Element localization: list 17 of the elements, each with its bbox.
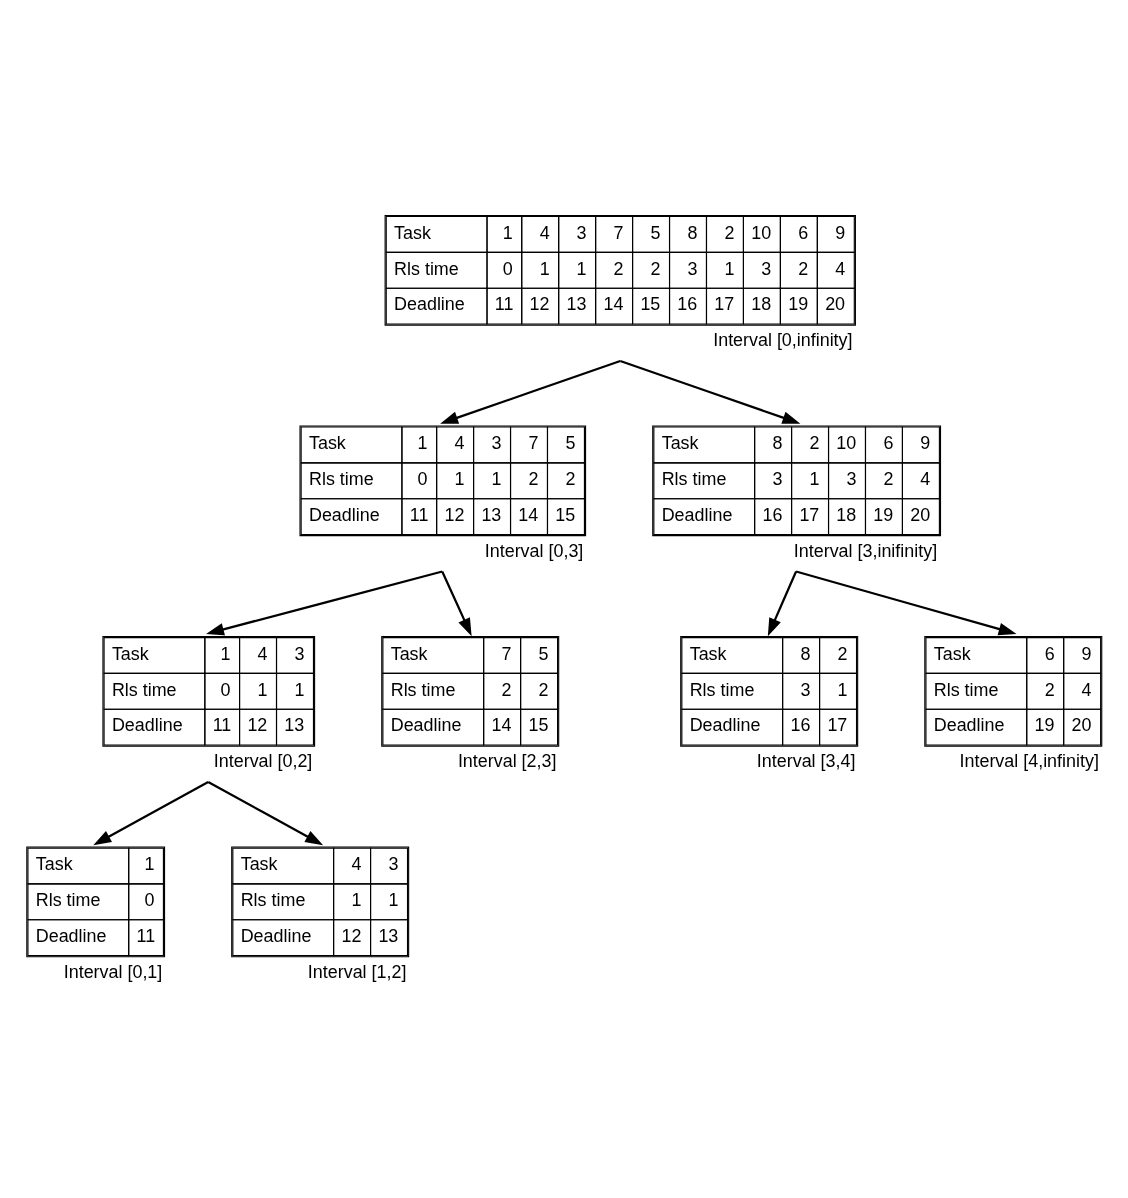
arrow [767,570,798,636]
node-label: Interval [0,2] [213,750,313,771]
arrow [93,780,209,845]
arrow [207,780,324,845]
node-label: Interval [4,infinity] [959,750,1099,771]
node-label: Interval [2,3] [457,750,557,771]
arrow [619,359,801,424]
node-label: Interval [0,infinity] [713,329,853,350]
arrow [440,359,621,424]
arrow [441,570,472,636]
node-label: Interval [3,inifinity] [793,540,938,561]
node-label: Interval [0,1] [63,961,163,982]
node-label: Interval [0,3] [484,540,584,561]
arrow [206,569,443,635]
arrow [795,569,1017,635]
node-label: Interval [1,2] [307,961,407,982]
node-label: Interval [3,4] [756,750,856,771]
